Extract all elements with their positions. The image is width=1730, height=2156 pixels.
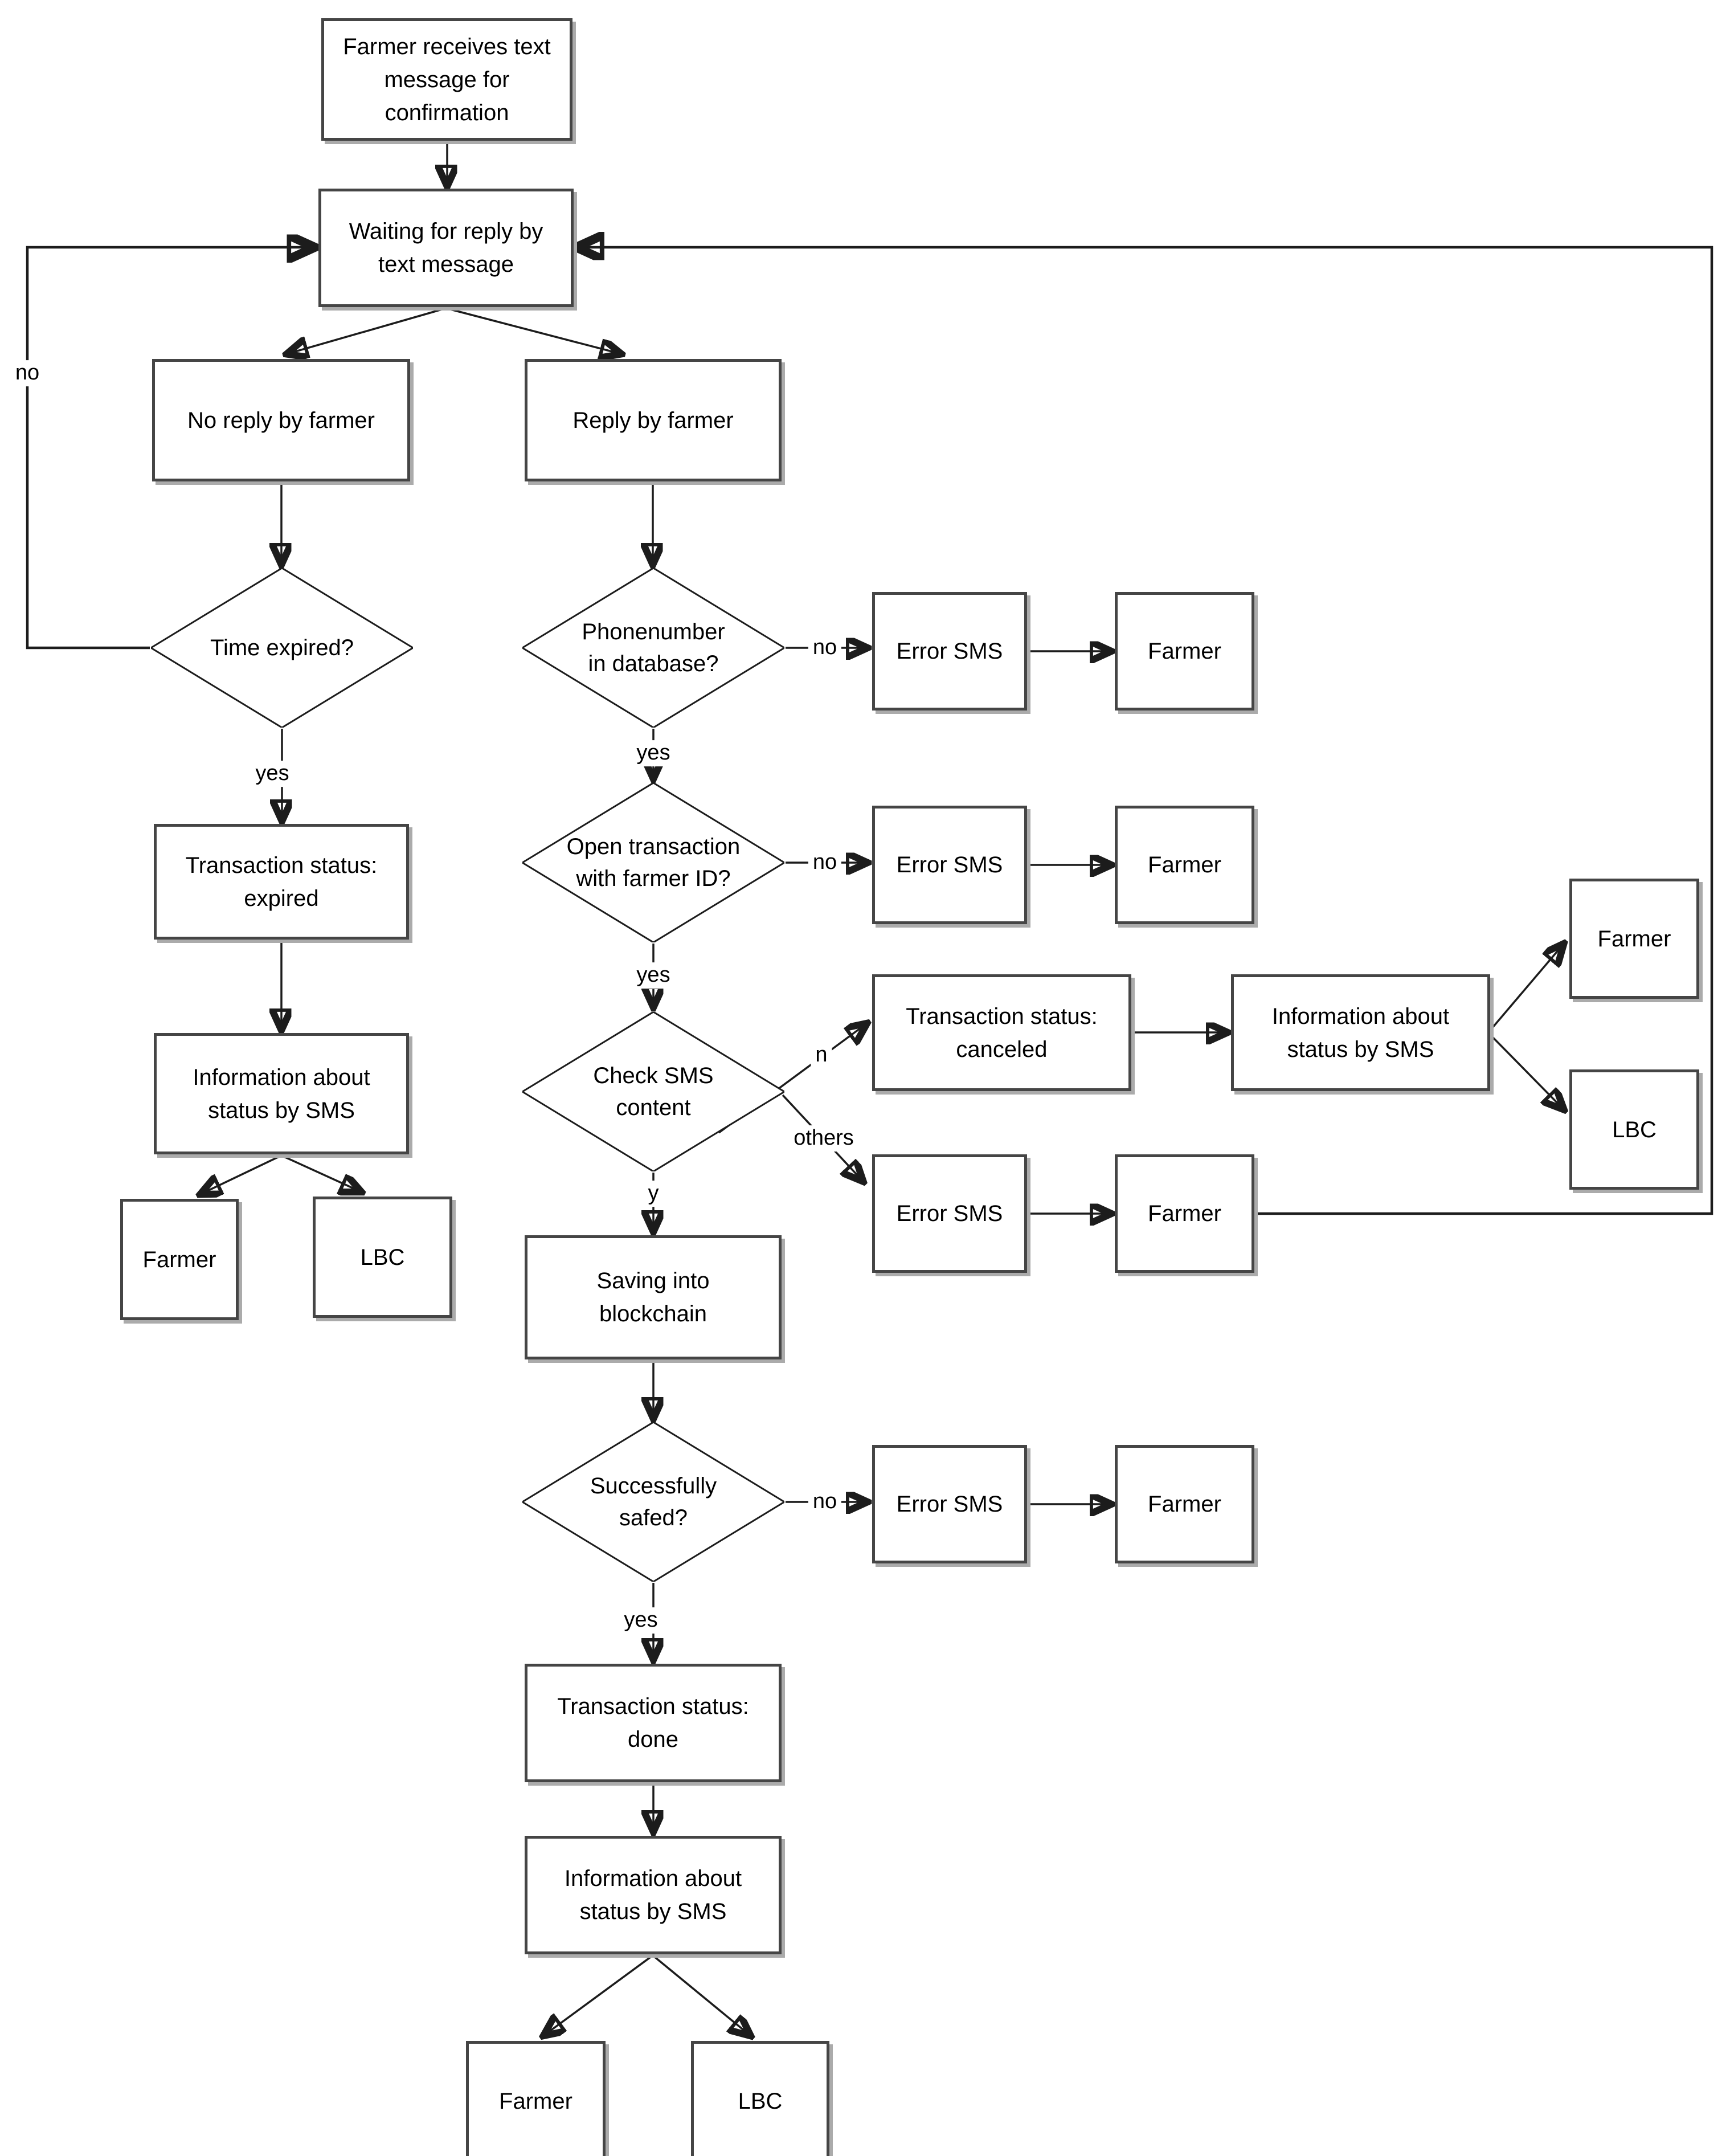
node-farmer-1: Farmer	[1115, 592, 1254, 710]
decision-phone-db-label: Phonenumber in database?	[582, 619, 725, 676]
node-no-reply: No reply by farmer	[152, 359, 410, 481]
node-info-sms-bottom-label: Information about status by SMS	[564, 1866, 742, 1924]
decision-successfully-safed-label: Successfully safed?	[590, 1473, 717, 1530]
decision-phone-db: Phonenumber in database?	[522, 568, 784, 728]
decision-open-tx: Open transaction with farmer ID?	[522, 783, 784, 942]
edge-label-success-no: no	[808, 1489, 842, 1515]
node-farmer-4-label: Farmer	[1148, 1492, 1221, 1517]
node-no-reply-label: No reply by farmer	[187, 407, 375, 433]
edge-time-no-loop-to-waiting	[26, 247, 311, 650]
decision-check-sms: Check SMS content	[522, 1012, 784, 1171]
node-farmer-2-label: Farmer	[1148, 852, 1221, 877]
edge-waiting-to-noreply	[289, 307, 447, 353]
edge-label-open-no: no	[808, 850, 842, 876]
edge-infoleft-to-farmerleft	[203, 1154, 282, 1193]
node-error-sms-3-label: Error SMS	[896, 1201, 1003, 1226]
diamond-shape-icon	[522, 783, 784, 942]
node-farmer-bottom-label: Farmer	[499, 2088, 572, 2114]
edge-farmer3-loop-to-waiting	[580, 247, 1713, 1215]
node-farmer-bottom: Farmer	[466, 2041, 606, 2156]
decision-time-expired-label: Time expired?	[210, 635, 354, 660]
edge-infobottom-to-lbcbottom	[652, 1954, 749, 2034]
node-lbc-bottom: LBC	[691, 2041, 829, 2156]
node-status-expired-label: Transaction status: expired	[185, 852, 378, 911]
node-lbc-right: LBC	[1569, 1069, 1699, 1190]
node-status-expired: Transaction status: expired	[154, 824, 409, 940]
diamond-shape-icon	[522, 1422, 784, 1582]
edge-label-check-others: others	[789, 1125, 858, 1152]
node-info-sms-bottom: Information about status by SMS	[525, 1836, 782, 1954]
edge-label-time-yes: yes	[251, 761, 294, 787]
node-farmer-left-label: Farmer	[142, 1247, 216, 1272]
node-info-sms-right-label: Information about status by SMS	[1271, 1003, 1450, 1062]
node-waiting: Waiting for reply by text message	[318, 189, 574, 307]
edge-inforight-to-lbcright	[1490, 1035, 1562, 1108]
node-info-sms-right: Information about status by SMS	[1231, 974, 1490, 1091]
edge-label-time-no: no	[10, 360, 44, 386]
diamond-shape-icon	[151, 568, 413, 728]
node-error-sms-2-label: Error SMS	[896, 852, 1003, 877]
node-waiting-label: Waiting for reply by text message	[349, 219, 543, 277]
node-error-sms-1: Error SMS	[872, 592, 1027, 710]
node-farmer-right: Farmer	[1569, 879, 1699, 999]
node-error-sms-4: Error SMS	[872, 1445, 1027, 1563]
edge-waiting-to-reply	[445, 307, 619, 353]
diamond-shape-icon	[522, 568, 784, 728]
node-lbc-right-label: LBC	[1612, 1117, 1657, 1142]
edge-label-open-yes: yes	[632, 962, 675, 989]
decision-successfully-safed: Successfully safed?	[522, 1422, 784, 1582]
node-info-sms-left-label: Information about status by SMS	[193, 1064, 370, 1123]
edge-infobottom-to-farmerbottom	[546, 1954, 654, 2034]
node-saving-label: Saving into blockchain	[596, 1268, 710, 1326]
node-saving: Saving into blockchain	[525, 1235, 782, 1359]
node-reply-label: Reply by farmer	[572, 407, 734, 433]
node-farmer-4: Farmer	[1115, 1445, 1254, 1563]
node-error-sms-1-label: Error SMS	[896, 639, 1003, 664]
node-status-done-label: Transaction status: done	[557, 1694, 749, 1752]
node-farmer-3: Farmer	[1115, 1154, 1254, 1273]
decision-time-expired: Time expired?	[151, 568, 413, 728]
node-start: Farmer receives text message for confirm…	[321, 18, 572, 141]
node-error-sms-2: Error SMS	[872, 806, 1027, 924]
node-error-sms-4-label: Error SMS	[896, 1492, 1003, 1517]
edge-label-check-n: n	[811, 1042, 832, 1068]
decision-check-sms-label: Check SMS content	[593, 1063, 714, 1120]
node-lbc-bottom-label: LBC	[738, 2088, 783, 2114]
node-status-canceled: Transaction status: canceled	[872, 974, 1131, 1091]
node-status-canceled-label: Transaction status: canceled	[906, 1003, 1098, 1062]
node-farmer-3-label: Farmer	[1148, 1201, 1221, 1226]
edge-label-success-yes: yes	[619, 1607, 662, 1634]
node-info-sms-left: Information about status by SMS	[154, 1033, 409, 1154]
node-lbc-left: LBC	[313, 1197, 452, 1318]
edge-inforight-to-farmerright	[1490, 946, 1562, 1030]
edge-label-check-y: y	[643, 1181, 664, 1207]
node-reply: Reply by farmer	[525, 359, 782, 481]
node-error-sms-3: Error SMS	[872, 1154, 1027, 1273]
edge-label-phone-no: no	[808, 635, 842, 661]
edge-infoleft-to-lbcleft	[281, 1154, 359, 1191]
edge-label-phone-yes: yes	[632, 740, 675, 766]
node-farmer-1-label: Farmer	[1148, 639, 1221, 664]
node-start-label: Farmer receives text message for confirm…	[343, 34, 551, 125]
node-farmer-left: Farmer	[120, 1199, 239, 1320]
decision-open-tx-label: Open transaction with farmer ID?	[566, 834, 741, 891]
node-lbc-left-label: LBC	[360, 1244, 405, 1270]
diamond-shape-icon	[522, 1012, 784, 1171]
node-farmer-right-label: Farmer	[1597, 926, 1671, 952]
node-farmer-2: Farmer	[1115, 806, 1254, 924]
node-status-done: Transaction status: done	[525, 1664, 782, 1782]
